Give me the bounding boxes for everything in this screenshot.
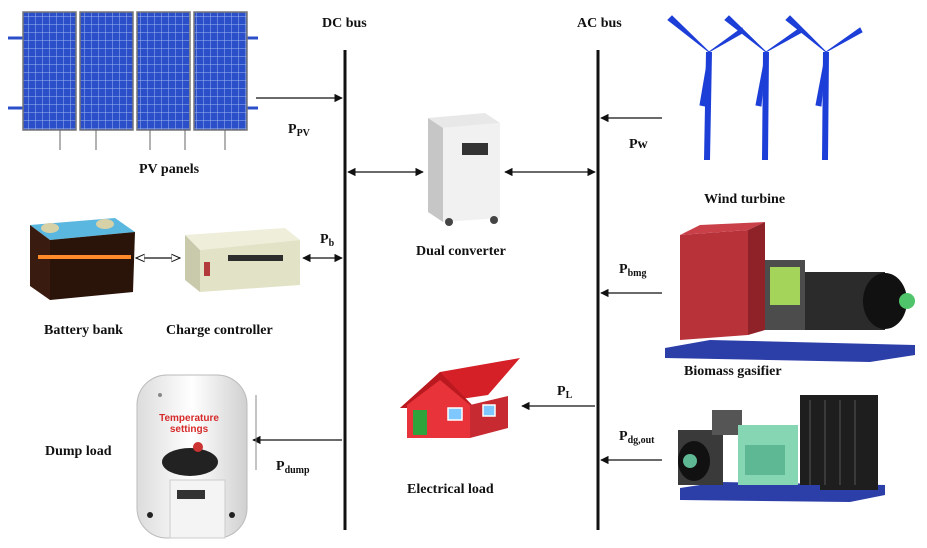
thermostat-line1: Temperature bbox=[159, 413, 219, 424]
p-l-label: PL bbox=[557, 384, 573, 401]
battery-image bbox=[30, 218, 135, 300]
wind-turbine-label: Wind turbine bbox=[704, 192, 786, 207]
p-bmg-label: Pbmg bbox=[619, 262, 647, 279]
biomass-gasifier-image bbox=[665, 222, 915, 362]
pv-panels-image bbox=[8, 11, 258, 150]
thermostat-line2: settings bbox=[170, 424, 209, 435]
p-dg-label: Pdg,out bbox=[619, 429, 655, 446]
electrical-load-label: Electrical load bbox=[407, 482, 494, 497]
dump-load-image bbox=[136, 374, 248, 539]
wind-turbine-image bbox=[667, 15, 863, 161]
p-b-label: Pb bbox=[320, 232, 335, 249]
ac-bus-label: AC bus bbox=[577, 16, 622, 31]
charge-controller-label: Charge controller bbox=[166, 323, 273, 338]
pv-panels-label: PV panels bbox=[139, 162, 200, 177]
diesel-generator-image bbox=[678, 395, 885, 502]
dc-bus-label: DC bus bbox=[322, 16, 367, 31]
dual-converter-image bbox=[428, 113, 500, 226]
biomass-gasifier-label: Biomass gasifier bbox=[684, 364, 782, 379]
battery-bank-label: Battery bank bbox=[44, 323, 123, 338]
p-w-label: Pw bbox=[629, 137, 648, 152]
arrow-dc-to-dump bbox=[252, 395, 342, 470]
p-dump-label: Pdump bbox=[276, 459, 310, 476]
dual-converter-label: Dual converter bbox=[416, 244, 506, 259]
house-image bbox=[400, 358, 520, 438]
dump-load-label: Dump load bbox=[45, 444, 112, 459]
charge-controller-image bbox=[185, 228, 300, 292]
p-pv-label: PPV bbox=[288, 122, 310, 139]
